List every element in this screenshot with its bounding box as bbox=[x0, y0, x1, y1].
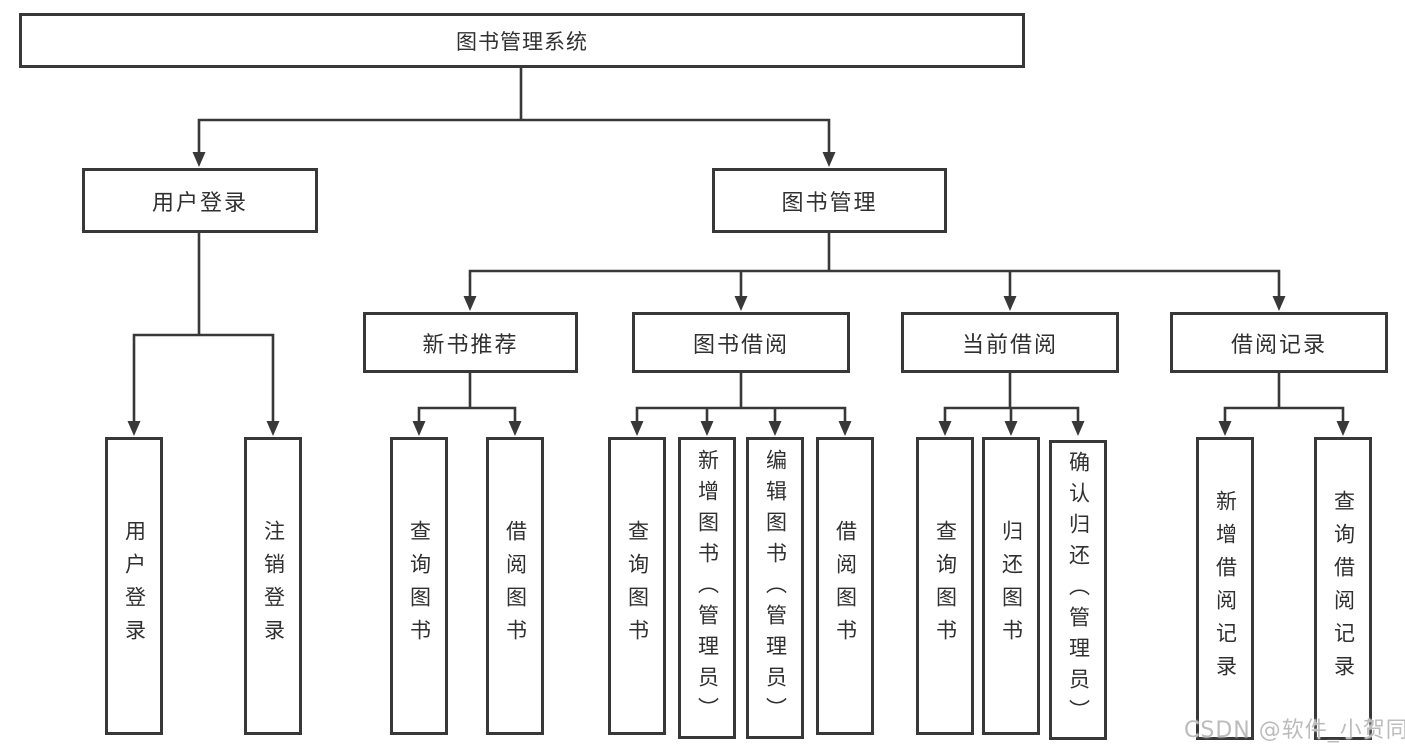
node-borrow-record: 借阅记录 bbox=[1170, 312, 1388, 373]
leaf-query-borrow-record: 查询借阅记录 bbox=[1314, 437, 1372, 740]
node-root-label: 图书管理系统 bbox=[456, 29, 588, 54]
leaf-return-books-label: 归还图书 bbox=[999, 520, 1024, 652]
node-root: 图书管理系统 bbox=[19, 13, 1025, 68]
leaf-confirm-return-admin-label: 确认归还（管理员） bbox=[1066, 450, 1091, 730]
leaf-confirm-return-admin: 确认归还（管理员） bbox=[1049, 440, 1107, 740]
node-current-borrow-label: 当前借阅 bbox=[961, 332, 1058, 358]
leaf-query-books-3-label: 查询图书 bbox=[933, 520, 958, 652]
leaf-borrow-books-1-label: 借阅图书 bbox=[503, 520, 528, 652]
leaf-query-books-1: 查询图书 bbox=[390, 437, 448, 735]
leaf-add-books-admin-label: 新增图书（管理员） bbox=[695, 448, 720, 728]
leaf-query-books-3: 查询图书 bbox=[916, 437, 974, 735]
leaf-logout-label: 注销登录 bbox=[261, 520, 286, 652]
leaf-borrow-books-2: 借阅图书 bbox=[816, 437, 874, 735]
node-new-book-recommend-label: 新书推荐 bbox=[422, 332, 519, 358]
node-book-borrow-label: 图书借阅 bbox=[692, 332, 789, 358]
leaf-user-login: 用户登录 bbox=[105, 437, 163, 735]
node-user-login-label: 用户登录 bbox=[151, 190, 248, 216]
node-book-borrow: 图书借阅 bbox=[632, 312, 850, 373]
leaf-edit-books-admin-label: 编辑图书（管理员） bbox=[763, 448, 788, 728]
leaf-add-borrow-record-label: 新增借阅记录 bbox=[1213, 489, 1238, 688]
leaf-add-books-admin: 新增图书（管理员） bbox=[678, 437, 736, 739]
leaf-query-books-1-label: 查询图书 bbox=[407, 520, 432, 652]
leaf-borrow-books-2-label: 借阅图书 bbox=[833, 520, 858, 652]
watermark: CSDN @软件_小贺同学 bbox=[1184, 718, 1405, 743]
leaf-user-login-label: 用户登录 bbox=[122, 520, 147, 652]
leaf-query-books-2: 查询图书 bbox=[608, 437, 666, 735]
leaf-add-borrow-record: 新增借阅记录 bbox=[1196, 437, 1254, 740]
leaf-return-books: 归还图书 bbox=[982, 437, 1040, 735]
node-user-login: 用户登录 bbox=[82, 168, 318, 233]
node-current-borrow: 当前借阅 bbox=[901, 312, 1119, 373]
leaf-logout: 注销登录 bbox=[244, 437, 302, 735]
leaf-query-borrow-record-label: 查询借阅记录 bbox=[1331, 489, 1356, 688]
node-book-management-label: 图书管理 bbox=[781, 190, 878, 216]
leaf-borrow-books-1: 借阅图书 bbox=[486, 437, 544, 735]
node-borrow-record-label: 借阅记录 bbox=[1230, 332, 1327, 358]
leaf-edit-books-admin: 编辑图书（管理员） bbox=[746, 437, 804, 739]
node-book-management: 图书管理 bbox=[712, 168, 947, 233]
leaf-query-books-2-label: 查询图书 bbox=[625, 520, 650, 652]
node-new-book-recommend: 新书推荐 bbox=[363, 312, 578, 373]
